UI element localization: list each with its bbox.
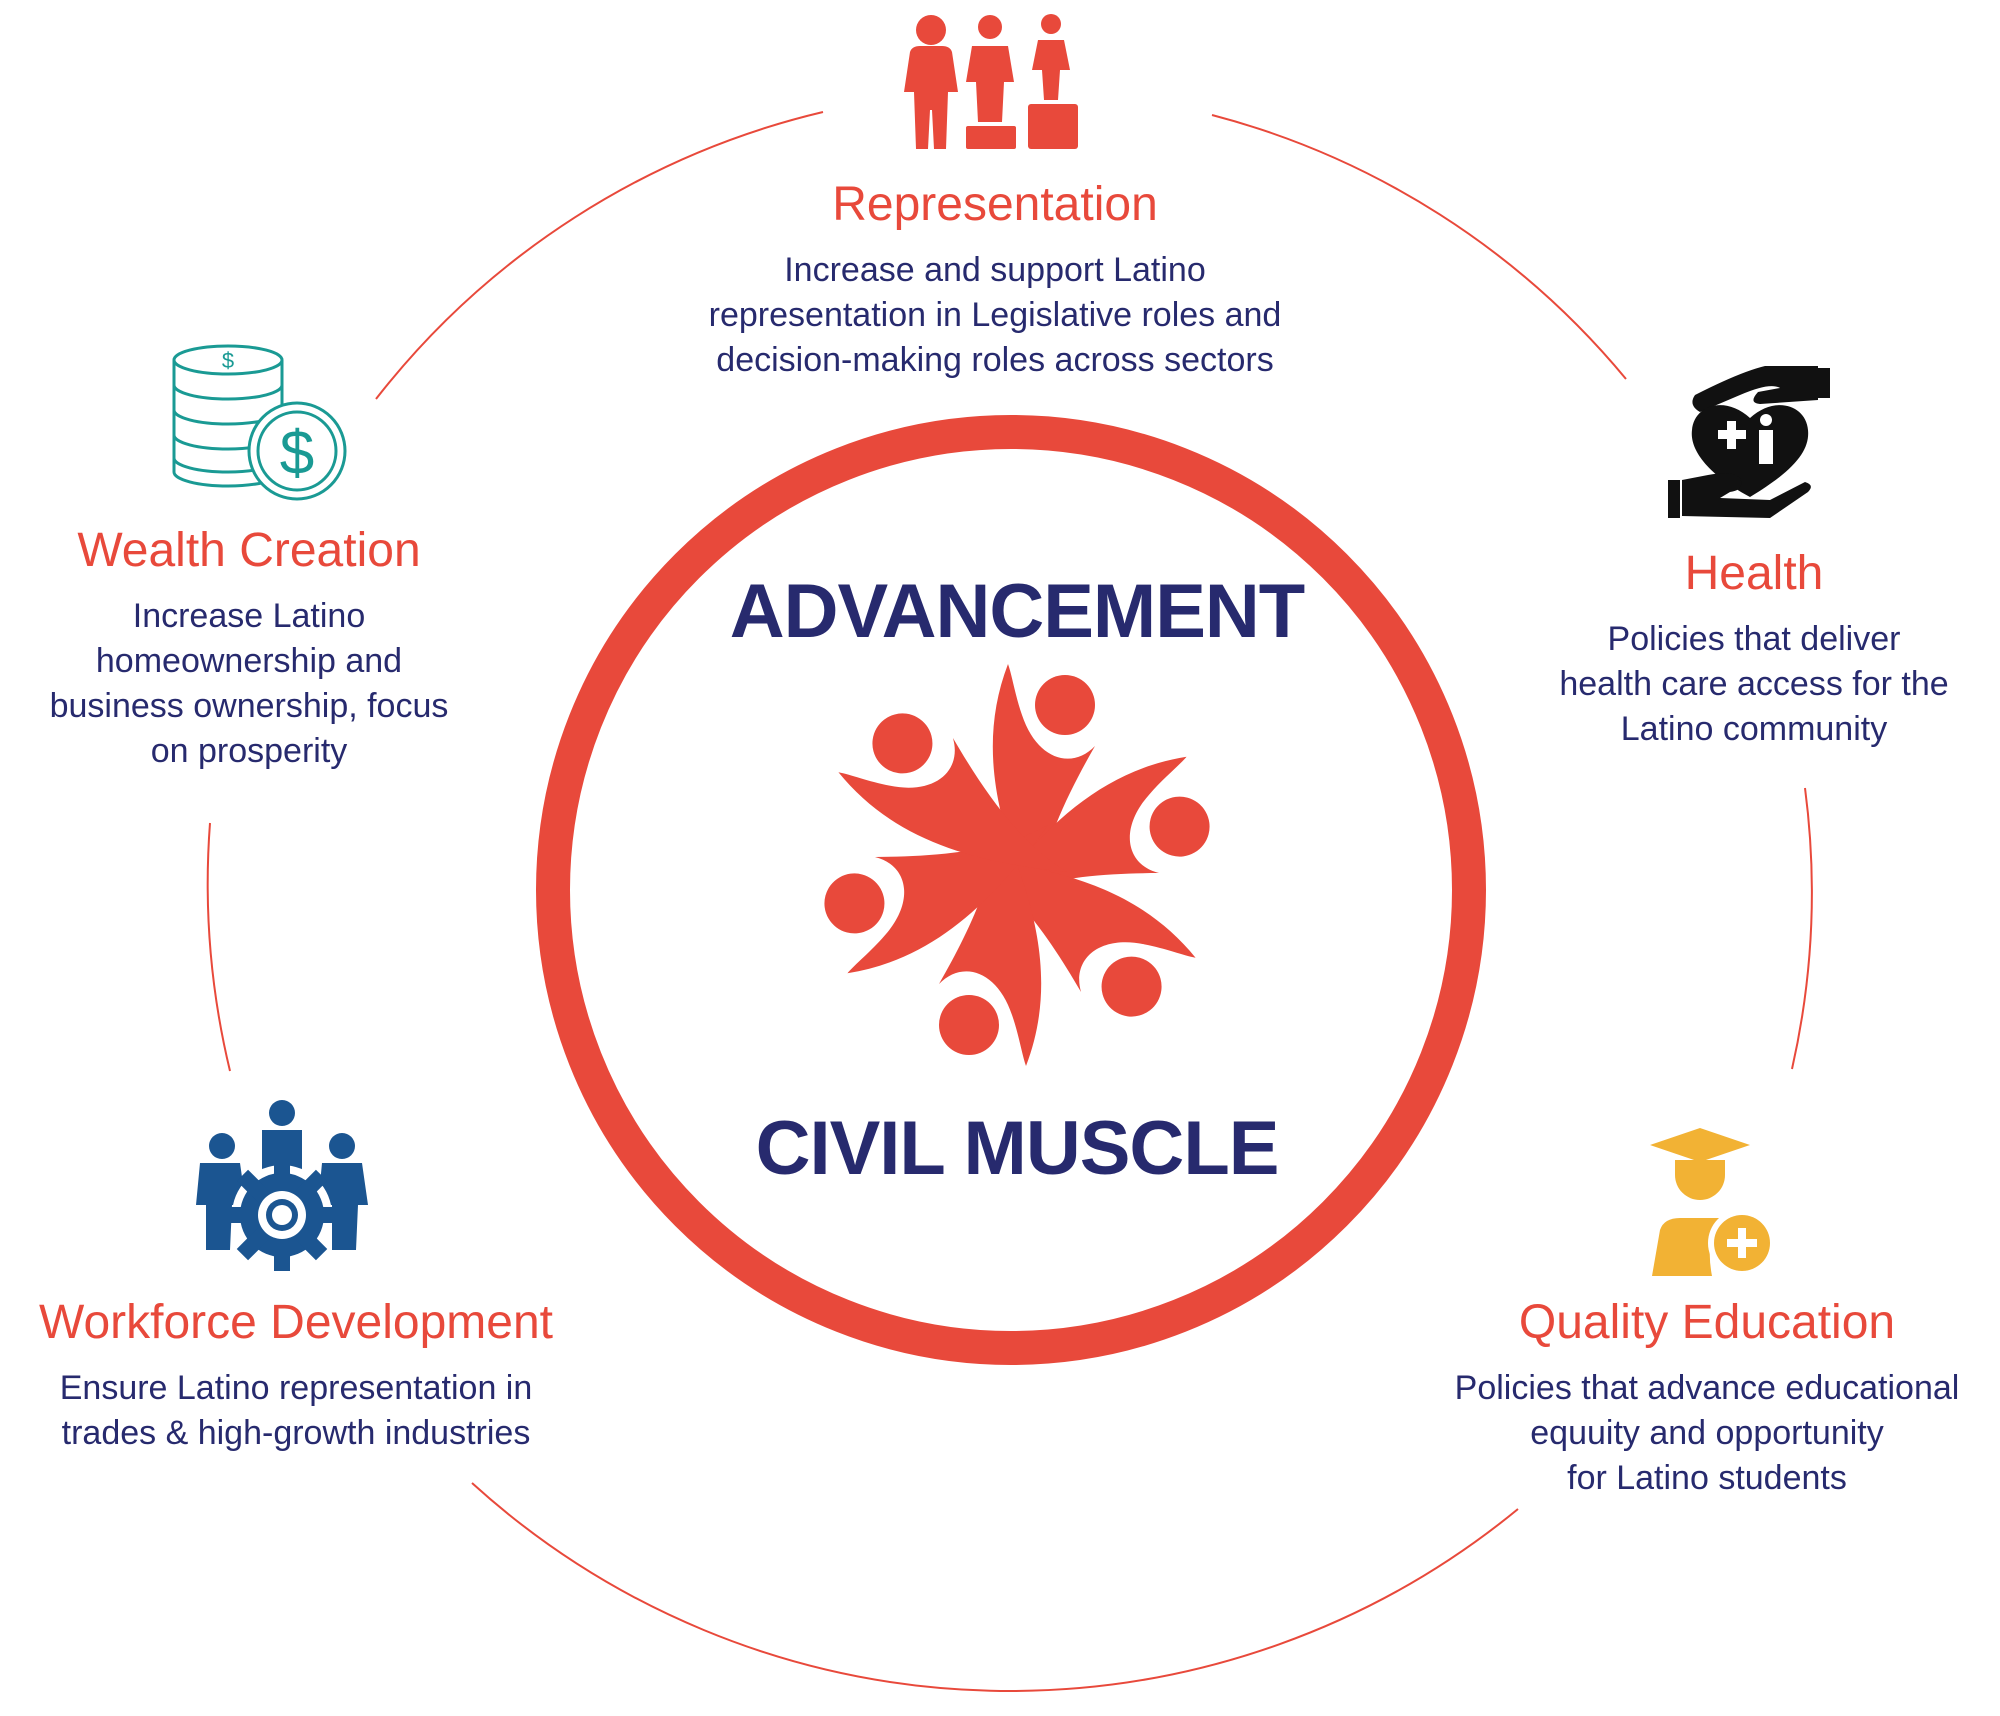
pillar-wealth-creation: Wealth Creation Increase Latino homeowne… (50, 522, 449, 774)
hands-heart-health-icon (1668, 366, 1830, 518)
svg-text:$: $ (222, 348, 234, 373)
pillar-quality-education: Quality Education Policies that advance … (1455, 1294, 1960, 1501)
description-line: Policies that advance educational (1454, 1369, 1960, 1407)
pillar-title: Health (1684, 547, 1824, 600)
ring-arc-left (206, 822, 231, 1072)
pillar-representation: Representation Increase and support Lati… (709, 176, 1282, 383)
description-line: health care access for the (1559, 665, 1949, 703)
team-gear-icon (196, 1100, 368, 1271)
ring-arc-top-right (1211, 114, 1627, 380)
description-line: Increase and support Latino (784, 251, 1206, 289)
description-line: on prosperity (150, 732, 348, 770)
description-line: representation in Legislative roles and (708, 296, 1282, 334)
coins-dollar-icon: $ $ (172, 344, 347, 501)
pillar-title: Representation (832, 178, 1158, 231)
podium-people-icon (904, 14, 1078, 149)
svg-text:$: $ (280, 419, 314, 488)
pillar-title: Workforce Development (39, 1296, 553, 1349)
pillar-description: Ensure Latino representation in trades &… (39, 1366, 553, 1456)
ring-arc-right (1791, 787, 1813, 1070)
people-pinwheel-logo (803, 664, 1231, 1066)
description-line: Policies that deliver (1607, 620, 1901, 658)
description-line: decision-making roles across sectors (716, 341, 1274, 379)
pillar-workforce-development: Workforce Development Ensure Latino repr… (39, 1294, 553, 1456)
pillar-title: Quality Education (1518, 1296, 1896, 1349)
center-ring (536, 415, 1486, 1365)
description-line: Increase Latino (132, 597, 366, 635)
pillar-description: Policies that advance educational equuit… (1455, 1366, 1960, 1501)
graduate-plus-icon (1650, 1128, 1776, 1277)
pillar-health: Health Policies that deliver health care… (1559, 545, 1948, 752)
ring-arc-bottom (471, 1482, 1519, 1692)
description-line: business ownership, focus (49, 687, 449, 725)
description-line: Latino community (1620, 710, 1888, 748)
outer-ring (206, 111, 1813, 1692)
pillar-description: Increase and support Latino representati… (709, 248, 1282, 383)
center-title-advancement: ADVANCEMENT (729, 569, 1305, 654)
pillar-description: Increase Latino homeownership and busine… (50, 594, 449, 774)
pillar-title: Wealth Creation (77, 524, 421, 577)
description-line: equuity and opportunity (1530, 1414, 1884, 1452)
pillar-description: Policies that deliver health care access… (1559, 617, 1948, 752)
logo-head (1035, 675, 1095, 735)
description-line: homeownership and (95, 642, 403, 680)
ring-arc-top-left (375, 111, 824, 400)
description-line: for Latino students (1567, 1459, 1847, 1497)
description-line: trades & high-growth industries (61, 1414, 531, 1452)
description-line: Ensure Latino representation in (59, 1369, 533, 1407)
center-title-civil-muscle: CIVIL MUSCLE (755, 1106, 1280, 1191)
